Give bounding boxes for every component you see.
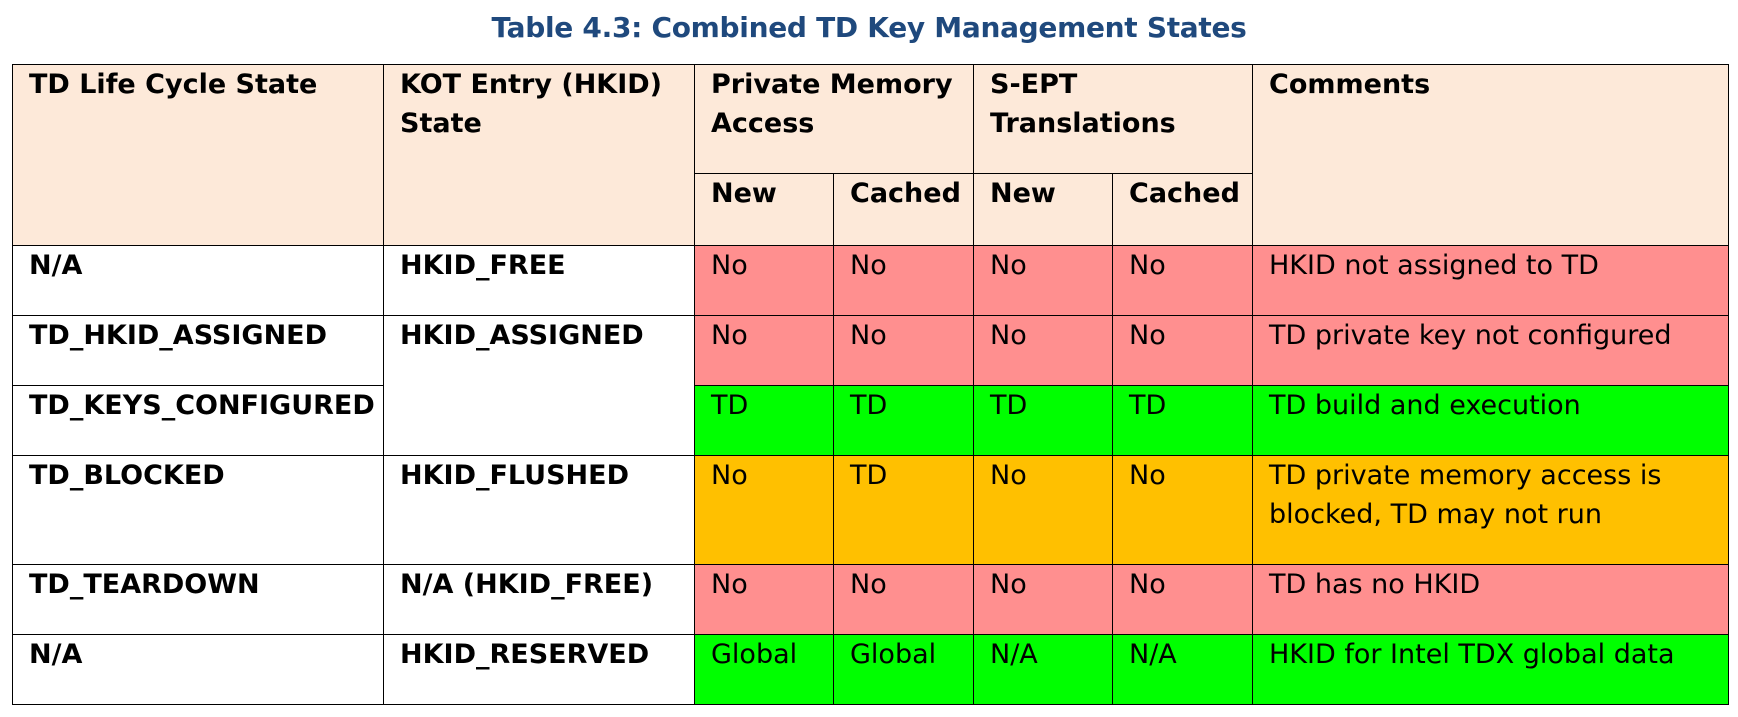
pm-cached-cell: No	[833, 315, 974, 386]
subheader-pm-new: New	[694, 173, 834, 246]
pm-new-cell: No	[694, 564, 834, 635]
kot-cell: HKID_RESERVED	[383, 634, 695, 705]
sept-cached-cell: No	[1112, 564, 1253, 635]
kot-cell: HKID_FLUSHED	[383, 455, 695, 565]
table-row: N/A HKID_FREE No No No No HKID not assig…	[12, 245, 1729, 316]
header-private-memory: Private Memory Access	[694, 64, 974, 174]
pm-cached-cell: TD	[833, 385, 974, 456]
sept-new-cell: TD	[973, 385, 1113, 456]
comment-cell: TD private key not configured	[1252, 315, 1729, 386]
pm-new-cell: No	[694, 315, 834, 386]
table-row: N/A HKID_RESERVED Global Global N/A N/A …	[12, 634, 1729, 705]
pm-new-cell: No	[694, 455, 834, 565]
subheader-sept-cached: Cached	[1112, 173, 1253, 246]
comment-cell: HKID for Intel TDX global data	[1252, 634, 1729, 705]
kot-cell: N/A (HKID_FREE)	[383, 564, 695, 635]
pm-new-cell: Global	[694, 634, 834, 705]
sept-cached-cell: N/A	[1112, 634, 1253, 705]
sept-cached-cell: No	[1112, 315, 1253, 386]
subheader-sept-new: New	[973, 173, 1113, 246]
table-row: TD_BLOCKED HKID_FLUSHED No TD No No TD p…	[12, 455, 1729, 565]
pm-cached-cell: No	[833, 564, 974, 635]
comment-cell: TD private memory access is blocked, TD …	[1252, 455, 1729, 565]
table-row: TD_TEARDOWN N/A (HKID_FREE) No No No No …	[12, 564, 1729, 635]
kot-cell: HKID_FREE	[383, 245, 695, 316]
sept-cached-cell: No	[1112, 245, 1253, 316]
comment-cell: TD has no HKID	[1252, 564, 1729, 635]
sept-new-cell: No	[973, 315, 1113, 386]
pm-cached-cell: TD	[833, 455, 974, 565]
sept-new-cell: No	[973, 564, 1113, 635]
header-comments: Comments	[1252, 64, 1729, 246]
life-cycle-cell: N/A	[12, 634, 384, 705]
pm-new-cell: TD	[694, 385, 834, 456]
sept-new-cell: N/A	[973, 634, 1113, 705]
comment-cell: TD build and execution	[1252, 385, 1729, 456]
comment-cell: HKID not assigned to TD	[1252, 245, 1729, 316]
life-cycle-cell: TD_TEARDOWN	[12, 564, 384, 635]
key-management-states-table: TD Life Cycle State KOT Entry (HKID) Sta…	[12, 64, 1729, 705]
pm-new-cell: No	[694, 245, 834, 316]
life-cycle-cell: TD_KEYS_CONFIGURED	[12, 385, 384, 456]
pm-cached-cell: Global	[833, 634, 974, 705]
header-sept: S-EPT Translations	[973, 64, 1253, 174]
life-cycle-cell: TD_BLOCKED	[12, 455, 384, 565]
pm-cached-cell: No	[833, 245, 974, 316]
life-cycle-cell: TD_HKID_ASSIGNED	[12, 315, 384, 386]
sept-new-cell: No	[973, 455, 1113, 565]
sept-cached-cell: TD	[1112, 385, 1253, 456]
header-kot-entry: KOT Entry (HKID) State	[383, 64, 695, 246]
header-row: TD Life Cycle State KOT Entry (HKID) Sta…	[12, 64, 1729, 246]
table-row: TD_HKID_ASSIGNED HKID_ASSIGNED No No No …	[12, 315, 1729, 456]
table-caption: Table 4.3: Combined TD Key Management St…	[491, 11, 1247, 44]
kot-cell: HKID_ASSIGNED	[383, 315, 695, 456]
table-row: TD_KEYS_CONFIGURED TD TD TD TD TD build …	[12, 385, 1729, 456]
sept-cached-cell: No	[1112, 455, 1253, 565]
subheader-row: New Cached New Cached	[13, 173, 1729, 246]
header-life-cycle: TD Life Cycle State	[12, 64, 384, 246]
sept-new-cell: No	[973, 245, 1113, 316]
subheader-pm-cached: Cached	[833, 173, 974, 246]
life-cycle-cell: N/A	[12, 245, 384, 316]
